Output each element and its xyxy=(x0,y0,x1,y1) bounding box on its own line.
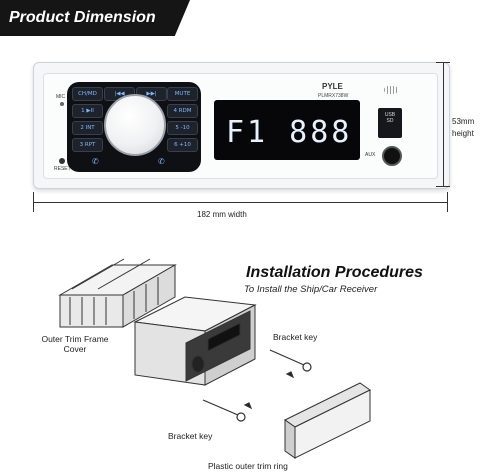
key-5-minus10[interactable]: 5 -10 xyxy=(167,121,198,135)
model-number: PLMRX738W xyxy=(318,93,349,99)
reset-hole-icon xyxy=(59,158,65,164)
height-dim-label: 53mm height xyxy=(452,116,474,140)
brand-logo: PYLE xyxy=(322,82,343,91)
installation-subtitle: To Install the Ship/Car Receiver xyxy=(244,284,378,295)
reset-label: RESET xyxy=(54,166,71,172)
call-answer-icon[interactable]: ✆ xyxy=(92,157,99,166)
height-dim-line xyxy=(443,62,444,186)
mic-hole-icon xyxy=(60,102,64,106)
width-dim-left-tick xyxy=(33,192,34,212)
volume-knob[interactable] xyxy=(104,94,166,156)
product-dimension-banner: Product Dimension xyxy=(0,0,190,36)
usb-sd-port[interactable] xyxy=(378,108,402,138)
height-dim-bottom-tick xyxy=(436,186,450,187)
mic-label: MIC xyxy=(56,94,66,100)
key-2-int[interactable]: 2 INT xyxy=(72,121,103,135)
lcd-readout: F1 888 xyxy=(226,115,353,150)
width-dim-line xyxy=(34,202,447,203)
aux-jack[interactable] xyxy=(382,146,402,166)
usb-sd-label: USB SD xyxy=(384,112,396,124)
height-unit: height xyxy=(452,129,474,138)
installation-title: Installation Procedures xyxy=(246,264,423,281)
key-4-rdm[interactable]: 4 RDM xyxy=(167,104,198,118)
installation-diagram xyxy=(58,258,371,459)
bracket-key-1-icon xyxy=(269,349,312,379)
width-dim-label: 182 mm width xyxy=(197,210,247,219)
label-bracket-key-1: Bracket key xyxy=(273,332,318,342)
label-bracket-key-2: Bracket key xyxy=(168,431,213,441)
ir-sensor-icon xyxy=(384,86,398,94)
height-value: 53mm xyxy=(452,117,475,126)
key-ch-md[interactable]: CH/MD xyxy=(72,87,103,101)
banner-title: Product Dimension xyxy=(9,9,156,26)
width-dim-right-tick xyxy=(447,192,448,212)
outer-trim-frame-icon xyxy=(58,258,177,328)
plastic-trim-ring-icon xyxy=(284,382,371,459)
bracket-key-2-icon xyxy=(202,399,253,422)
call-end-icon[interactable]: ✆ xyxy=(158,157,165,166)
label-outer-trim: Outer Trim Frame Cover xyxy=(41,334,109,354)
aux-label: AUX xyxy=(365,152,376,158)
key-1-play[interactable]: 1 ▶II xyxy=(72,104,103,118)
lcd-display xyxy=(214,100,360,160)
key-mute[interactable]: MUTE xyxy=(167,87,198,101)
key-6-plus10[interactable]: 6 +10 xyxy=(167,138,198,152)
receiver-box-icon xyxy=(133,296,257,386)
label-trim-ring: Plastic outer trim ring xyxy=(208,461,288,471)
key-3-rpt[interactable]: 3 RPT xyxy=(72,138,103,152)
